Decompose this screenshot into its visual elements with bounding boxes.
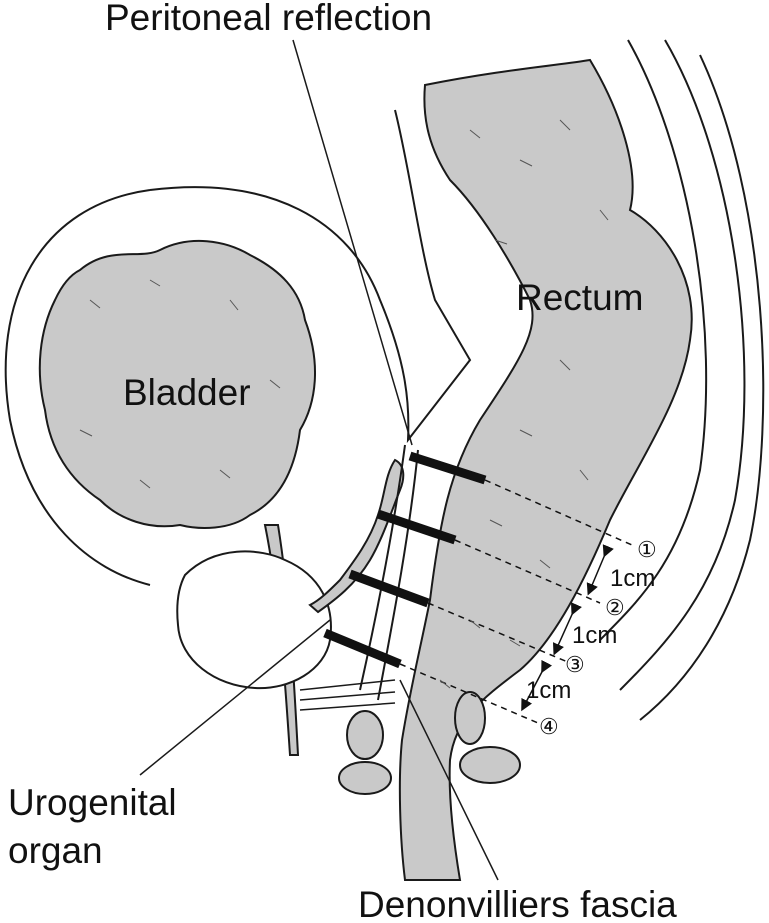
gap-3-text: 1cm	[526, 677, 571, 704]
label-rectum: Rectum	[516, 277, 643, 318]
transection-clamps	[323, 451, 487, 669]
peritoneum-outline	[149, 109, 472, 444]
marker-1-text: ①	[637, 537, 657, 562]
muscle-bands	[299, 679, 396, 711]
label-bladder: Bladder	[123, 372, 251, 413]
peritoneum-left	[4, 189, 151, 586]
distance-arrows	[521, 544, 614, 712]
label-urogenital: Urogenital	[8, 782, 177, 823]
gap-2-text: 1cm	[572, 622, 617, 649]
marker-3-text: ③	[565, 652, 585, 677]
level-marker-3: ③ 1cm	[526, 652, 585, 704]
label-peritoneal-reflection: Peritoneal reflection	[105, 0, 432, 38]
label-denonvilliers-fascia: Denonvilliers fascia	[358, 884, 677, 923]
prostate-shape	[176, 550, 332, 690]
sphincter-bundles	[338, 691, 521, 795]
organ-texture	[79, 119, 609, 689]
rectum-shape	[398, 58, 693, 881]
gap-1-text: 1cm	[610, 565, 655, 592]
level-marker-2: ② 1cm	[572, 595, 625, 649]
level-marker-4: ④	[539, 714, 559, 739]
leader-lines	[139, 39, 499, 881]
level-marker-1: ① 1cm	[610, 537, 657, 592]
denonvilliers-fascia-lines	[359, 444, 419, 701]
bladder-shape	[38, 239, 317, 529]
pelvic-wall-lines	[599, 39, 765, 721]
marker-2-text: ②	[605, 595, 625, 620]
label-organ: organ	[8, 830, 103, 871]
marker-4-text: ④	[539, 714, 559, 739]
level-dashed-lines	[399, 479, 633, 724]
